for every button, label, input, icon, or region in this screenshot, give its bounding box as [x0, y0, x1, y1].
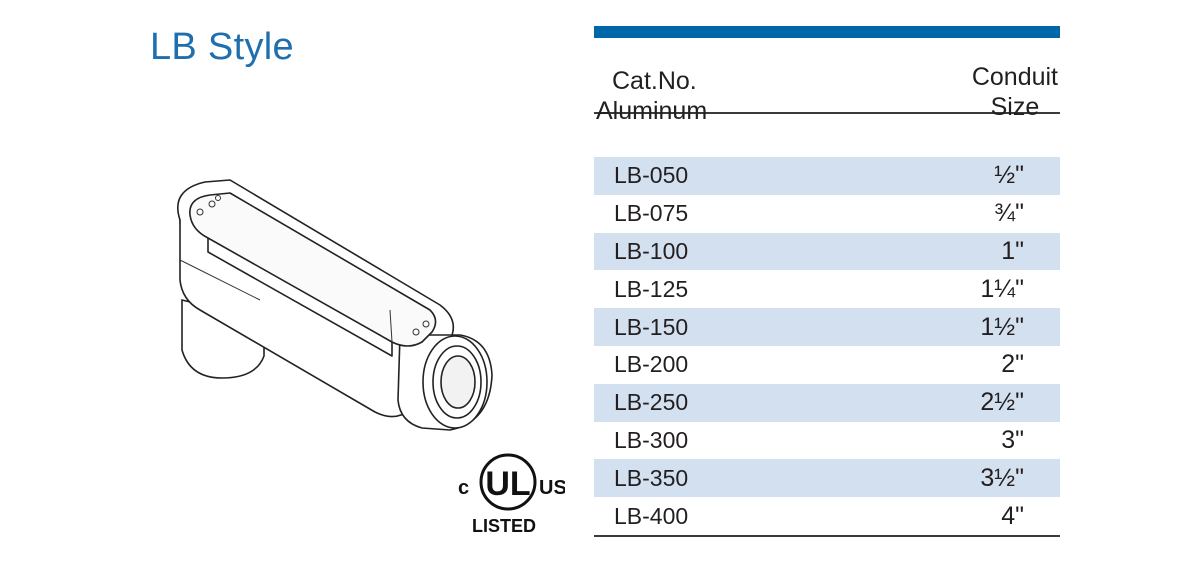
table-row: LB-125 1¼" — [594, 270, 1060, 308]
size-cell: 1½" — [980, 312, 1024, 341]
table-row: LB-200 2" — [594, 346, 1060, 384]
table-row: LB-050 ½" — [594, 157, 1060, 195]
cat-no-cell: LB-100 — [614, 237, 689, 264]
cat-no-cell: LB-350 — [614, 464, 689, 491]
ul-c-letter: c — [458, 477, 469, 499]
size-cell: 2" — [1001, 350, 1024, 379]
page-title: LB Style — [150, 26, 294, 68]
header-conduit-size: Conduit Size — [972, 62, 1058, 122]
table-row: LB-250 2½" — [594, 383, 1060, 422]
size-cell: 1¼" — [980, 274, 1024, 303]
size-cell: ½" — [994, 161, 1024, 190]
table-body: LB-050 ½" LB-075 ¾" LB-100 1" LB-125 1¼" LB-… — [594, 157, 1060, 537]
lb-conduit-body-illustration — [177, 179, 493, 431]
ul-letters: UL — [485, 465, 530, 503]
size-cell: 1" — [1001, 236, 1024, 265]
catalog-table: Cat.No. Aluminum Conduit Size LB-050 ½" L… — [594, 26, 1060, 537]
cat-no-cell: LB-150 — [614, 313, 689, 340]
cat-no-cell: LB-300 — [614, 426, 689, 453]
header-conduit-size-line2: Size — [990, 93, 1040, 121]
cat-no-cell: LB-250 — [614, 389, 689, 416]
header-cat-no: Cat.No. Aluminum — [596, 66, 707, 126]
cat-no-cell: LB-050 — [614, 162, 689, 189]
header-cat-no-line2: Aluminum — [596, 97, 708, 125]
size-cell: 2½" — [980, 388, 1024, 417]
header-conduit-size-line1: Conduit — [971, 63, 1058, 91]
cat-no-cell: LB-200 — [614, 351, 689, 378]
table-row: LB-075 ¾" — [594, 195, 1060, 233]
table-top-bar — [594, 26, 1060, 38]
ul-us-letters: US — [539, 477, 565, 499]
size-cell: 4" — [1001, 501, 1024, 530]
header-cat-no-line1: Cat.No. — [612, 67, 697, 95]
ul-listed-label: LISTED — [472, 516, 536, 536]
size-cell: 3" — [1001, 425, 1024, 454]
ul-listed-mark: UL c US LISTED — [458, 453, 565, 536]
cat-no-cell: LB-400 — [614, 502, 689, 529]
size-cell: ¾" — [994, 199, 1024, 228]
table-row: LB-300 3" — [594, 422, 1060, 460]
table-row: LB-150 1½" — [594, 308, 1060, 346]
cat-no-cell: LB-075 — [614, 200, 689, 227]
table-header: Cat.No. Aluminum Conduit Size — [594, 38, 1060, 125]
table-row: LB-350 3½" — [594, 459, 1060, 498]
table-row: LB-400 4" — [594, 497, 1060, 535]
size-cell: 3½" — [980, 463, 1024, 492]
table-row: LB-100 1" — [594, 232, 1060, 271]
cat-no-cell: LB-125 — [614, 275, 689, 302]
